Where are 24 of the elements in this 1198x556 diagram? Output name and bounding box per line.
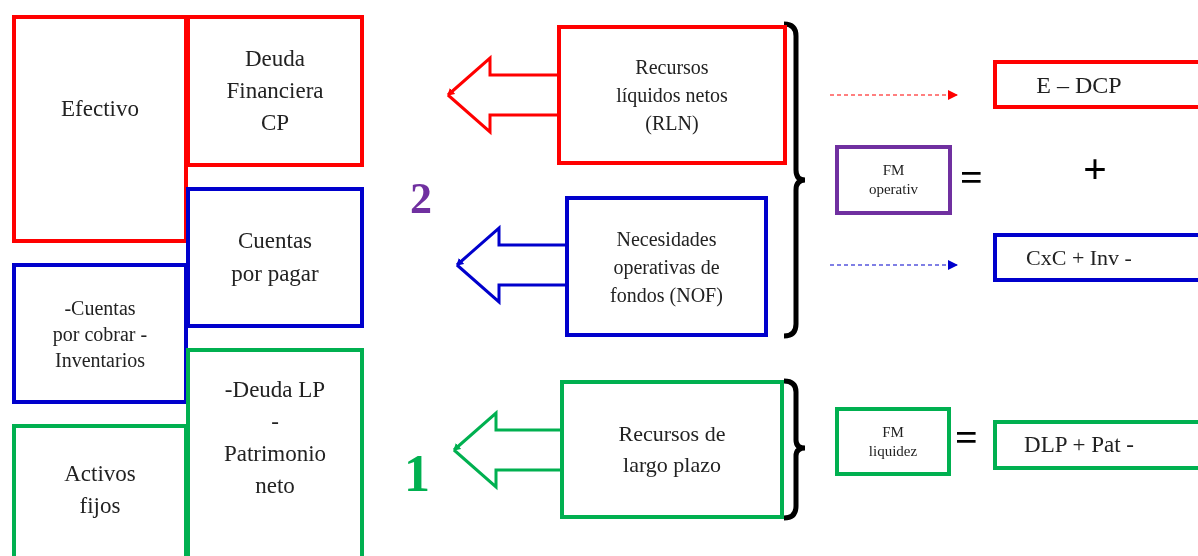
text-box: Recursos líquidos netos (RLN): [557, 25, 787, 165]
dashed-arrow: [829, 260, 958, 270]
text-box: CxC + Inv -: [993, 233, 1198, 282]
text-box: FM operativ: [835, 145, 952, 215]
label: =: [955, 418, 978, 458]
text-box: -Cuentas por cobrar -Inventarios: [12, 263, 188, 404]
text-box: Deuda Financiera CP: [186, 15, 364, 167]
label: +: [1083, 148, 1107, 190]
text-box: Efectivo: [12, 15, 188, 243]
text-box: Activos fijos: [12, 424, 188, 556]
label: =: [960, 158, 983, 198]
text-box: DLP + Pat -: [993, 420, 1198, 470]
label: 2: [410, 173, 432, 225]
hollow-arrow: [446, 54, 559, 136]
hollow-arrow: [452, 409, 562, 491]
hollow-arrow: [455, 224, 567, 306]
text-box: Cuentas por pagar: [186, 187, 364, 328]
text-box: E – DCP: [993, 60, 1198, 109]
text-box: -Deuda LP - Patrimonio neto: [186, 348, 364, 556]
text-box: Recursos de largo plazo: [560, 380, 784, 519]
dashed-arrow: [829, 90, 958, 100]
text-box: FM liquidez: [835, 407, 951, 476]
label: 1: [404, 444, 430, 504]
text-box: Necesidades operativas de fondos (NOF): [565, 196, 768, 337]
